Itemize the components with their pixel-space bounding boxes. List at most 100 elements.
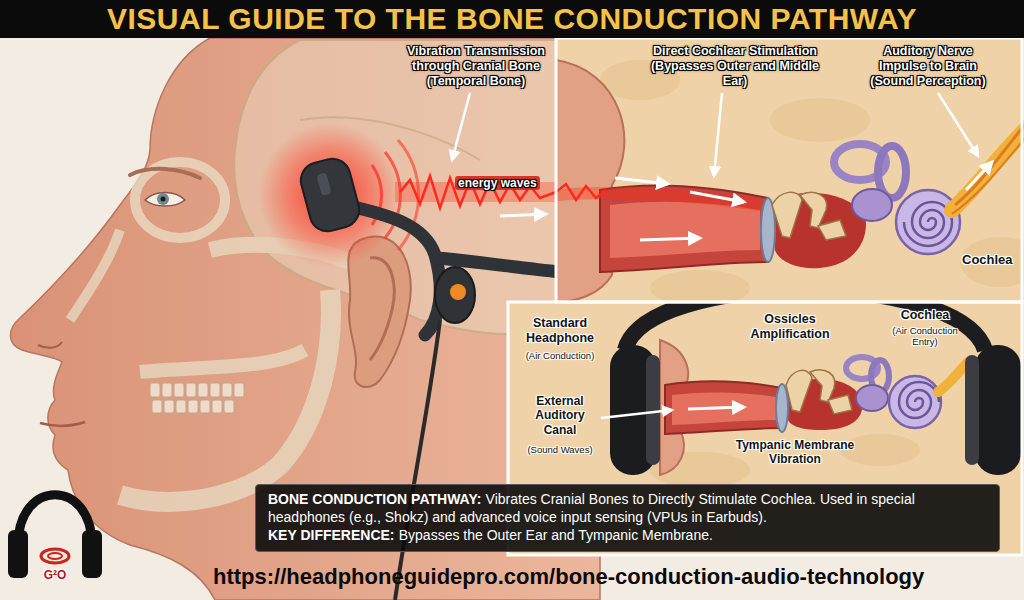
air-conduction-cross-section [625,302,985,350]
ear-cross-section [966,162,992,190]
ear-cross-section [896,190,960,254]
ear-cross-section [610,202,760,258]
skull [120,290,331,502]
air-conduction-cross-section [889,376,941,428]
air-conduction-cross-section [786,370,852,414]
skull [186,383,196,397]
leader-line [452,93,470,160]
title-bar [0,0,1024,38]
title-bar [0,0,1024,38]
air-conduction-cross-section [776,384,788,432]
skull [176,400,186,413]
ear-cross-section [960,237,1024,287]
logo-text: G²O [30,568,80,582]
ear-cross-section [852,189,892,221]
skull [210,383,220,397]
air-conduction-cross-section [856,385,888,411]
skull [212,400,222,413]
logo [18,495,92,545]
box-body: Bypasses the Outer Ear and Tympanic Memb… [399,527,713,543]
leader-line [601,410,672,418]
skull [234,383,244,397]
air-conduction-cross-section [665,381,782,434]
air-conduction-cross-section [688,407,744,409]
part-label: Tympanic Membrane Vibration [730,438,860,467]
air-conduction-cross-section [810,370,835,402]
box-heading: BONE CONDUCTION PATHWAY: [268,491,481,507]
ear-cross-section [952,132,1024,214]
ear-cross-section [556,38,1024,302]
bone-conduction-headphone [395,320,440,600]
skull [162,383,172,397]
skull [222,383,232,397]
ear-cross-section [800,192,827,228]
energy-waves [400,176,556,208]
skull [70,40,556,502]
face-features [40,422,85,426]
part-label: Ossicles Amplification [735,312,845,342]
ear-cross-section [690,192,744,202]
ear-cross-section [770,98,870,142]
skull [188,400,198,413]
panel-frame [556,38,1022,302]
bone-conduction-headphone [345,205,440,335]
logo [82,530,102,578]
part-note: (Air Conduction Entry) [885,325,965,348]
face-features [38,342,62,348]
air-conduction-cross-section [975,345,1021,475]
text-line: KEY DIFFERENCE:Bypasses the Outer Ear an… [268,527,987,545]
skull [200,400,210,413]
skull [140,350,305,372]
energy-waves [258,123,556,267]
face-features [157,193,169,205]
ear-cross-section [772,192,802,238]
skull [70,230,120,320]
energy-waves [500,214,546,216]
bone-conduction-headphone [297,155,363,236]
skull [198,383,208,397]
callout-label: Vibration Transmission through Cranial B… [401,44,551,89]
part-label: External Auditory Canal [523,394,597,437]
skull [224,400,234,413]
url-text: https://headphoneguidepro.com/bone-condu… [213,564,924,590]
skull [164,400,174,413]
air-conduction-cross-section [828,395,852,414]
bone-conduction-headphone [435,267,475,323]
air-conduction-cross-section [672,392,776,425]
face-features [145,193,185,207]
logo [48,553,62,559]
ear-cross-section [650,270,750,302]
ear-cross-section [772,192,846,240]
air-conduction-cross-section [938,362,968,392]
ear-cross-section [955,118,1024,205]
box-heading: KEY DIFFERENCE: [268,527,395,543]
ear-cross-section [818,220,846,240]
callout-label: Direct Cochlear Stimulation (Bypasses Ou… [650,44,820,89]
leader-line [938,93,978,156]
air-conduction-cross-section [786,370,812,412]
energy-waves [258,123,402,267]
logo [8,530,28,578]
leader-line [714,93,722,176]
ear [370,258,394,360]
skull [174,383,184,397]
part-label: Cochlea [885,308,965,323]
panel-frame [508,38,1022,555]
skull [152,400,162,413]
bone-conduction-headphone [316,172,331,196]
wave-label: energy waves [455,176,540,190]
bone-conduction-headphone [450,284,466,300]
skull [150,383,160,397]
ear-cross-section [615,178,668,184]
ear-cross-section [556,38,1024,302]
face-features [130,169,200,178]
part-label: Standard Headphone [514,316,606,346]
part-label: Cochlea [962,252,1013,268]
skull [135,162,225,238]
part-note: (Sound Waves) [523,444,597,455]
skull [150,383,244,413]
logo [8,495,102,578]
title-text: VISUAL GUIDE TO THE BONE CONDUCTION PATH… [107,2,917,36]
